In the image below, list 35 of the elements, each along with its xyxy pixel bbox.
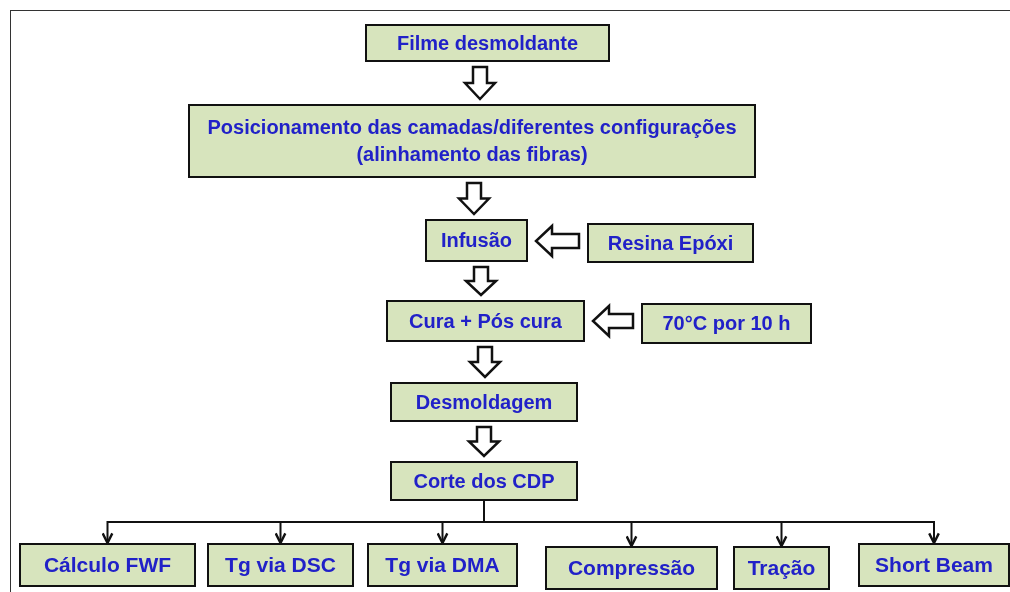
process-box: [367, 543, 518, 587]
box-label: Corte dos CDP: [413, 468, 555, 494]
box-label: Filme desmoldante: [396, 30, 579, 56]
box-label: Cálculo FWF: [43, 551, 172, 578]
box-label: Cura + Pós cura: [409, 308, 562, 334]
process-box: [641, 303, 812, 344]
box-label: Infusão: [440, 228, 513, 253]
box-label: Short Beam: [875, 551, 993, 578]
process-box: [733, 546, 830, 590]
block-arrow: [534, 223, 581, 259]
process-box: [390, 461, 578, 501]
box-label: Compressão: [567, 554, 696, 581]
block-arrow: [462, 265, 500, 297]
box-label: Posicionamento das camadas/diferentes configurações (alinhamento das fibras): [206, 115, 738, 167]
block-arrow: [456, 181, 492, 216]
block-arrow: [462, 65, 498, 101]
box-label: Tg via DMA: [385, 551, 500, 578]
box-label: Desmoldagem: [415, 389, 553, 415]
process-box: [587, 223, 754, 263]
process-box: [19, 543, 196, 587]
process-box: [390, 382, 578, 422]
process-box: [425, 219, 528, 262]
process-box: [386, 300, 585, 342]
process-box: [858, 543, 1010, 587]
process-box: [365, 24, 610, 62]
block-arrow: [591, 303, 635, 339]
process-box: [188, 104, 756, 178]
box-label: 70°C por 10 h: [662, 311, 791, 336]
box-label: Tração: [747, 554, 816, 581]
block-arrow: [465, 425, 503, 458]
box-label: Tg via DSC: [225, 551, 336, 578]
box-label: Resina Epóxi: [607, 230, 734, 256]
process-box: [207, 543, 354, 587]
process-box: [545, 546, 718, 590]
block-arrow: [467, 345, 503, 379]
